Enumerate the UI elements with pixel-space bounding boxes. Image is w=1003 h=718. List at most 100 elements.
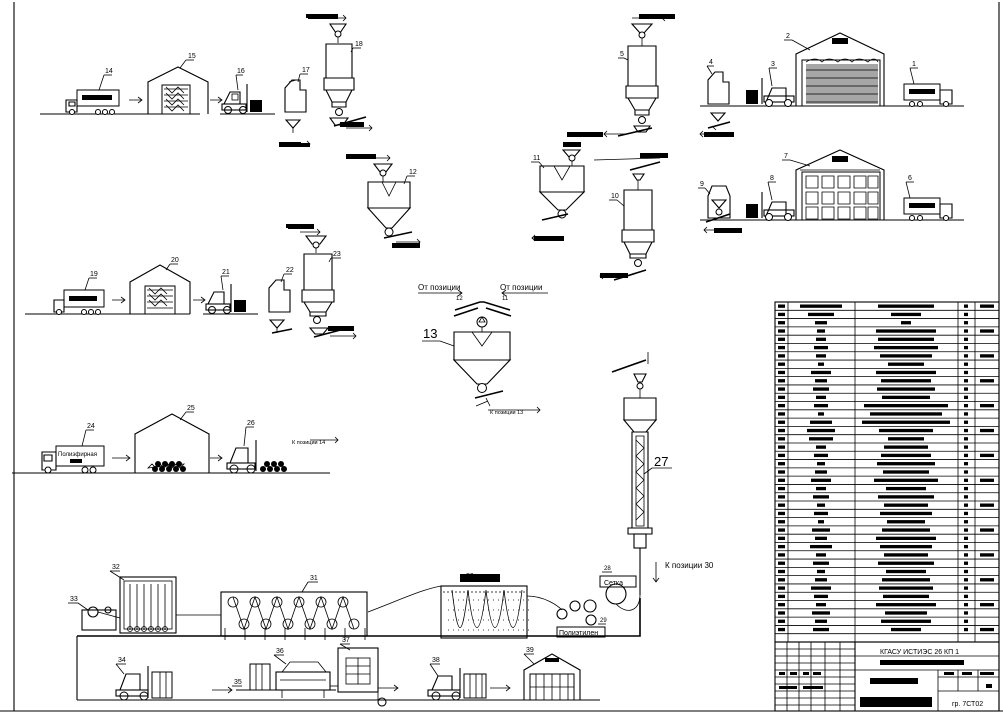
table-name-cell	[882, 578, 930, 582]
label-24: 24	[87, 423, 95, 430]
roller-28-29: Сетка Полиэтилен	[556, 575, 641, 638]
table-format-cell	[778, 586, 785, 590]
label-17: 17	[302, 67, 310, 74]
table-note-cell	[980, 428, 994, 433]
table-name-cell	[888, 362, 924, 366]
table-qty-cell	[964, 437, 968, 441]
table-name-cell	[881, 379, 931, 383]
table-format-cell	[778, 420, 785, 424]
forklift-34	[115, 666, 173, 701]
specification-table	[774, 301, 1000, 643]
table-qty-cell	[964, 462, 968, 466]
warehouse-25	[134, 413, 210, 473]
hopper-12	[346, 154, 421, 248]
table-format-cell	[778, 544, 785, 549]
from-position-labels: От позиции От позиции 12 11	[418, 283, 548, 302]
silo-18	[308, 14, 373, 132]
table-format-cell	[778, 312, 785, 317]
table-name-cell	[877, 387, 935, 391]
table-position-cell	[814, 453, 828, 458]
table-qty-cell	[964, 445, 968, 449]
table-qty-cell	[964, 345, 968, 350]
table-qty-cell	[964, 412, 968, 416]
table-position-cell	[815, 470, 827, 474]
table-qty-cell	[964, 420, 968, 424]
label-4: 4	[709, 59, 713, 66]
label-7: 7	[784, 153, 788, 160]
table-qty-cell	[964, 495, 968, 499]
table-format-cell	[778, 528, 785, 532]
label-31: 31	[310, 575, 318, 582]
table-qty-cell	[964, 594, 968, 599]
table-qty-cell	[964, 428, 968, 433]
table-qty-cell	[964, 478, 968, 482]
table-name-cell	[901, 321, 911, 325]
table-qty-cell	[964, 627, 968, 632]
table-qty-cell	[964, 553, 968, 557]
table-format-cell	[778, 329, 785, 333]
table-position-cell	[815, 619, 827, 623]
table-position-cell	[813, 387, 829, 391]
table-name-cell	[876, 536, 936, 540]
table-qty-cell	[964, 321, 968, 325]
table-name-cell	[885, 611, 927, 615]
table-note-cell	[980, 329, 994, 333]
label-5: 5	[620, 51, 624, 58]
table-position-cell	[816, 445, 826, 449]
table-note-cell	[980, 578, 994, 582]
table-format-cell	[778, 486, 785, 491]
table-format-cell	[778, 520, 785, 524]
silo-10	[599, 161, 661, 281]
table-note-cell	[980, 354, 994, 358]
table-position-cell	[815, 536, 827, 540]
table-qty-cell	[964, 354, 968, 358]
table-position-cell	[815, 379, 827, 383]
table-name-cell	[878, 561, 934, 565]
table-qty-cell	[964, 337, 968, 341]
table-note-cell	[980, 627, 994, 632]
title-block: КГАСУ ИСТИЭС 26 КП 1 гр. 7СТ02	[774, 641, 1000, 712]
table-position-cell	[815, 321, 827, 325]
table-position-cell	[813, 561, 829, 565]
table-position-cell	[811, 370, 831, 375]
dryer-31	[220, 591, 368, 640]
unwinder-33	[81, 606, 121, 631]
table-format-cell	[778, 603, 785, 607]
table-position-cell	[810, 544, 832, 549]
table-qty-cell	[964, 362, 968, 366]
table-position-cell	[808, 312, 834, 317]
to-position-30: К позиции 30	[665, 561, 714, 570]
loader-22	[268, 279, 293, 334]
table-format-cell	[778, 561, 785, 565]
table-qty-cell	[964, 586, 968, 590]
table-format-cell	[778, 511, 785, 516]
table-name-cell	[883, 470, 929, 474]
label-21: 21	[222, 269, 230, 276]
table-qty-cell	[964, 569, 968, 574]
table-position-cell	[811, 586, 831, 590]
table-format-cell	[778, 453, 785, 458]
table-position-cell	[816, 603, 826, 607]
forklift-21	[203, 284, 258, 315]
table-position-cell	[814, 345, 828, 350]
table-redacted-cells	[778, 304, 994, 632]
table-name-cell	[888, 437, 924, 441]
table-format-cell	[778, 594, 785, 599]
table-format-cell	[778, 619, 785, 623]
table-position-cell	[816, 553, 826, 557]
table-format-cell	[778, 478, 785, 482]
table-qty-cell	[964, 619, 968, 623]
table-format-cell	[778, 569, 785, 574]
table-position-cell	[813, 495, 829, 499]
label-8: 8	[770, 175, 774, 182]
table-qty-cell	[964, 387, 968, 391]
table-name-cell	[891, 627, 921, 632]
table-name-cell	[891, 312, 921, 317]
table-qty-cell	[964, 470, 968, 474]
table-name-cell	[878, 304, 934, 308]
label-25: 25	[187, 405, 195, 412]
table-name-cell	[883, 594, 929, 599]
table-position-cell	[817, 462, 825, 466]
warehouse-39	[523, 653, 581, 701]
label-14: 14	[105, 68, 113, 75]
